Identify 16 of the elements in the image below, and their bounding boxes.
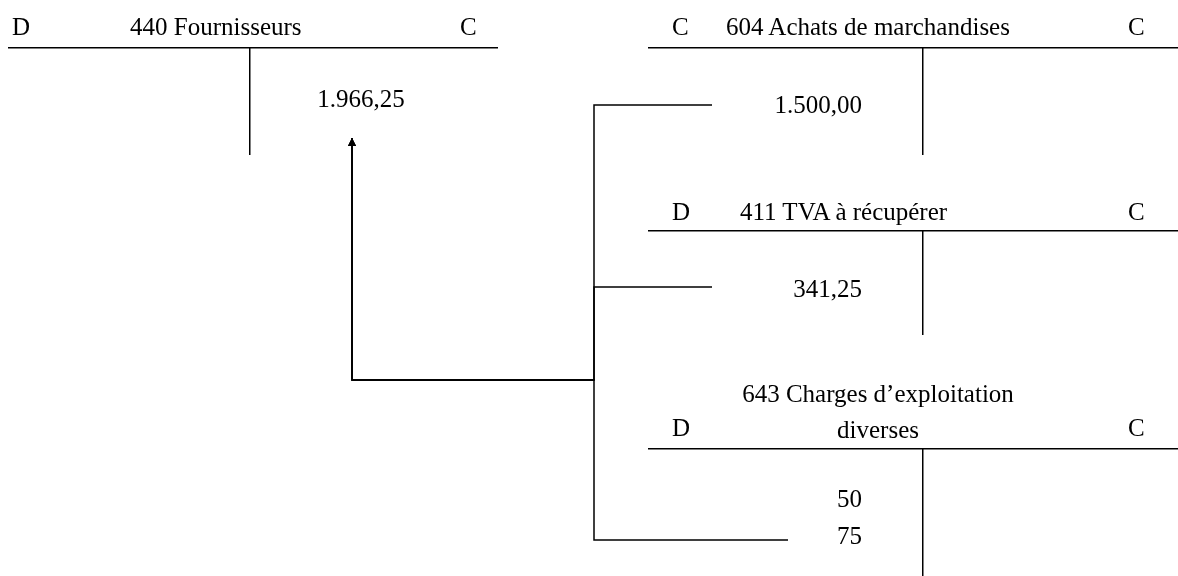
account-title: 411 TVA à récupérer <box>740 198 948 226</box>
side-label: C <box>1128 414 1145 442</box>
account-title: 440 Fournisseurs <box>130 13 302 41</box>
side-label: C <box>460 13 477 41</box>
amount: 341,25 <box>712 270 862 307</box>
side-label: D <box>12 13 31 41</box>
side-label: C <box>1128 198 1145 226</box>
side-label: D <box>672 198 691 226</box>
amount: 50 75 <box>786 480 862 560</box>
account-title: 604 Achats de marchandises <box>726 13 1010 41</box>
amount: 1.966,25 <box>308 80 414 146</box>
amount: 1.500,00 <box>712 86 862 123</box>
account-title: 643 Charges d’exploitation diverses <box>741 379 1015 445</box>
side-label: C <box>1128 13 1145 41</box>
side-label: D <box>672 414 691 442</box>
side-label: C <box>672 13 689 41</box>
